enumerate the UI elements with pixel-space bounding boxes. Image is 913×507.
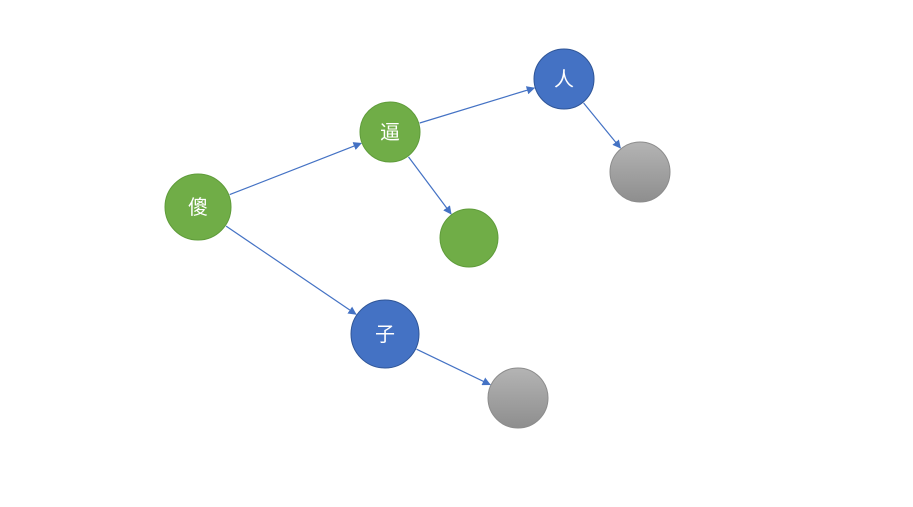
- node-zi: 子: [350, 299, 420, 369]
- node-bi: 逼: [359, 101, 421, 163]
- edge-sha-to-bi: [229, 142, 362, 196]
- node-label-zi: 子: [375, 322, 395, 346]
- edges-layer: [225, 86, 621, 386]
- node-circle-sha: [164, 173, 232, 241]
- node-circle-leaf-green: [439, 208, 499, 268]
- node-leaf-gray-1: [609, 141, 671, 203]
- node-sha: 傻: [164, 173, 232, 241]
- node-circle-zi: [350, 299, 420, 369]
- node-label-bi: 逼: [380, 120, 400, 144]
- edge-sha-to-zi: [225, 225, 357, 315]
- node-label-ren: 人: [554, 67, 574, 91]
- node-circle-ren: [533, 48, 595, 110]
- edge-bi-to-leaf-green: [408, 156, 452, 215]
- node-leaf-gray-2: [487, 367, 549, 429]
- node-leaf-green: [439, 208, 499, 268]
- node-circle-leaf-gray-2: [487, 367, 549, 429]
- node-label-sha: 傻: [188, 195, 208, 219]
- edge-zi-to-leaf-gray-2: [416, 348, 491, 386]
- edge-ren-to-leaf-gray-1: [583, 102, 621, 149]
- node-circle-bi: [359, 101, 421, 163]
- nodes-layer: 傻 逼 人子: [164, 48, 671, 429]
- edge-bi-to-ren: [419, 86, 536, 124]
- node-circle-leaf-gray-1: [609, 141, 671, 203]
- node-ren: 人: [533, 48, 595, 110]
